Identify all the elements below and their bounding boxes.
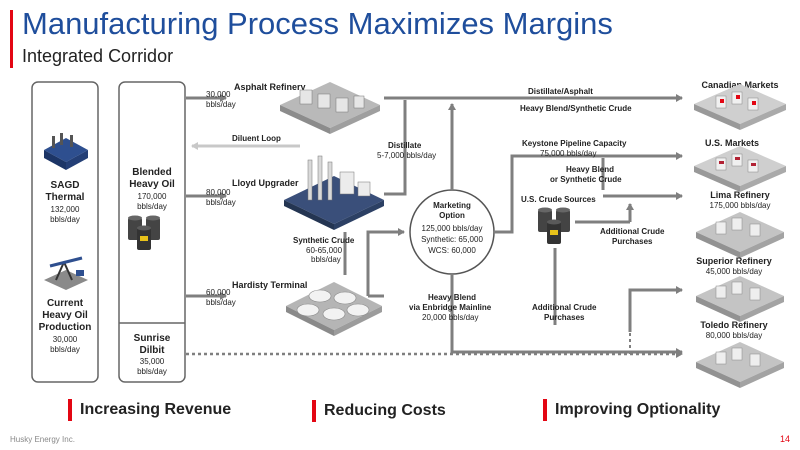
sagd-title-1: SAGD [51, 180, 80, 191]
asphalt-refinery-icon [280, 82, 380, 134]
title-accent-bar [10, 10, 13, 68]
superior-title: Superior Refinery [696, 256, 772, 266]
lima-title: Lima Refinery [710, 190, 770, 200]
distillate-value: 5-7,000 bbls/day [377, 151, 436, 160]
page-title: Manufacturing Process Maximizes Margins [22, 6, 613, 41]
synthetic-label: Synthetic Crude [293, 236, 355, 245]
blended-value-2: bbls/day [137, 202, 167, 211]
marketing-title-1: Marketing [433, 201, 471, 210]
toledo-refinery-icon [696, 342, 784, 388]
distillate-flow-line [384, 100, 407, 196]
pillar-increasing-revenue: Increasing Revenue [68, 399, 231, 421]
enbridge-line3: 20,000 bbls/day [422, 313, 479, 322]
pillar-improving-optionality: Improving Optionality [543, 399, 720, 421]
lima-refinery-icon [696, 212, 784, 258]
distillate-label: Distillate [388, 141, 422, 150]
hardisty-value-1: 60,000 [206, 288, 231, 297]
pillar-reducing-costs: Reducing Costs [312, 400, 446, 422]
footer-company: Husky Energy Inc. [10, 435, 75, 444]
lloyd-upgrader-icon [284, 155, 384, 230]
page-subtitle: Integrated Corridor [22, 46, 174, 66]
distillate-asphalt-label: Distillate/Asphalt [528, 87, 593, 96]
asphalt-value-1: 30,000 [206, 90, 231, 99]
blend-column [118, 81, 186, 383]
diluent-loop-label: Diluent Loop [232, 134, 281, 143]
superior-value: 45,000 bbls/day [706, 267, 763, 276]
enbridge-line1: Heavy Blend [428, 293, 476, 302]
enbridge-line2: via Enbridge Mainline [409, 303, 492, 312]
sagd-title-2: Thermal [46, 192, 85, 203]
lloyd-value-1: 80,000 [206, 188, 231, 197]
marketing-title-2: Option [439, 211, 465, 220]
us-crude-barrels-icon [538, 207, 570, 244]
to-superior-arrow [628, 286, 683, 332]
heavy-synthetic-label: Heavy Blend/Synthetic Crude [520, 104, 632, 113]
sagd-value-2: bbls/day [50, 215, 80, 224]
blended-barrels-icon [128, 215, 160, 250]
add-crude-1-line1: Additional Crude [600, 227, 665, 236]
keystone-arrow [494, 152, 683, 234]
hardisty-to-marketing-arrow [366, 228, 405, 296]
page-number: 14 [779, 434, 790, 444]
lloyd-value-2: bbls/day [206, 198, 236, 207]
keystone-label: Keystone Pipeline Capacity [522, 139, 627, 148]
sagd-value-1: 132,000 [51, 205, 80, 214]
add-crude-2-line1: Additional Crude [532, 303, 597, 312]
sunrise-value-2: bbls/day [137, 367, 167, 376]
lima-value: 175,000 bbls/day [710, 201, 771, 210]
synthetic-value-2: bbls/day [311, 255, 341, 264]
heavy-title-3: Production [39, 322, 92, 333]
synthetic-value-1: 60-65,000 [306, 246, 343, 255]
sunrise-title-2: Dilbit [140, 345, 166, 356]
blended-title-1: Blended [132, 167, 171, 178]
sunrise-value-1: 35,000 [140, 357, 165, 366]
toledo-title: Toledo Refinery [700, 320, 767, 330]
blended-value-1: 170,000 [138, 192, 167, 201]
hardisty-title: Hardisty Terminal [232, 280, 307, 290]
pump-jack-icon [44, 256, 88, 290]
asphalt-value-2: bbls/day [206, 100, 236, 109]
enbridge-arrow [450, 274, 683, 356]
heavy-value-1: 30,000 [53, 335, 78, 344]
marketing-value-1: 125,000 bbls/day [422, 224, 483, 233]
toledo-value: 80,000 bbls/day [706, 331, 763, 340]
heavy-value-2: bbls/day [50, 345, 80, 354]
blended-title-2: Heavy Oil [129, 179, 175, 190]
keystone-value: 75,000 bbls/day [540, 149, 597, 158]
hardisty-terminal-icon [286, 282, 382, 336]
canadian-markets-icon [694, 84, 786, 130]
us-markets-icon [694, 146, 786, 192]
us-crude-label: U.S. Crude Sources [521, 195, 596, 204]
sagd-facility-icon [44, 133, 88, 170]
marketing-value-2: Synthetic: 65,000 [421, 235, 483, 244]
hardisty-value-2: bbls/day [206, 298, 236, 307]
superior-refinery-icon [696, 276, 784, 322]
heavy-blend-syn-2: or Synthetic Crude [550, 175, 622, 184]
heavy-title-2: Heavy Oil [42, 310, 88, 321]
heavy-blend-syn-1: Heavy Blend [566, 165, 614, 174]
us-markets-title: U.S. Markets [705, 138, 759, 148]
sunrise-title-1: Sunrise [134, 333, 171, 344]
asphalt-title: Asphalt Refinery [234, 82, 306, 92]
add-crude-1-line2: Purchases [612, 237, 653, 246]
production-column [31, 81, 99, 383]
lloyd-title: Lloyd Upgrader [232, 178, 299, 188]
heavy-title-1: Current [47, 298, 84, 309]
marketing-value-3: WCS: 60,000 [428, 246, 476, 255]
add-crude-2-line2: Purchases [544, 313, 585, 322]
